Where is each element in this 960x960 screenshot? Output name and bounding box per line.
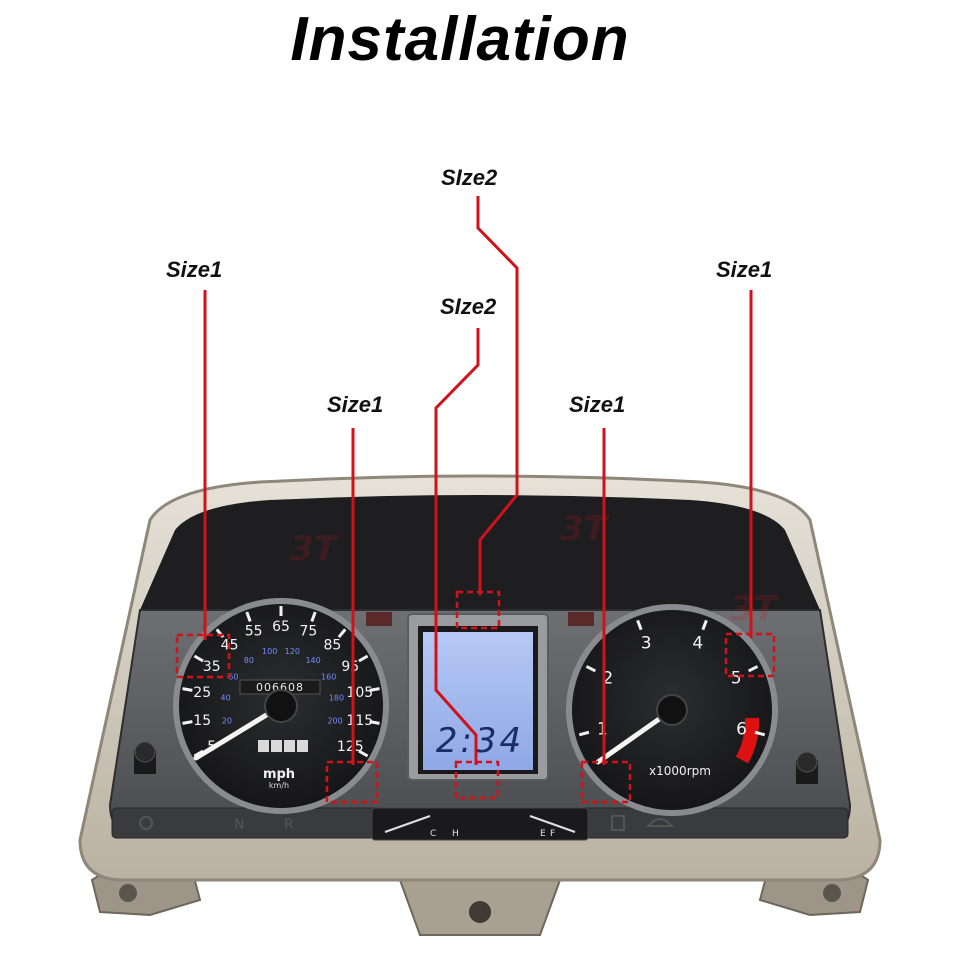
tachometer-hub bbox=[656, 694, 688, 726]
speedometer-kmh-label: 160 bbox=[321, 672, 336, 681]
indicator-strip-left: N R bbox=[139, 816, 294, 833]
tachometer-tick bbox=[585, 665, 597, 673]
speedometer-hub bbox=[264, 689, 298, 723]
center-lcd: 2:34 bbox=[407, 613, 549, 781]
clock-adjust-knob-right bbox=[796, 751, 818, 784]
speed-unit-mph: mph bbox=[263, 767, 295, 782]
callout-label-size1-far-right: Size1 bbox=[716, 257, 773, 282]
tachometer-label: 2 bbox=[602, 668, 613, 688]
warning-light-right bbox=[568, 612, 594, 626]
tachometer: 1 2 3 4 5 6 x1000rpm bbox=[566, 604, 778, 816]
speedometer-mph-label: 95 bbox=[341, 659, 359, 675]
fuel-warning-icon bbox=[611, 815, 625, 831]
speedometer-mph-tick bbox=[358, 654, 369, 663]
neutral-indicator: N bbox=[234, 817, 244, 833]
warning-light-left bbox=[366, 612, 392, 626]
tachometer-ticks bbox=[578, 619, 766, 737]
speedometer-kmh-label: 60 bbox=[228, 672, 238, 681]
tachometer-unit: x1000rpm bbox=[649, 764, 711, 778]
speedometer: 5152535455565758595105115125 20406080100… bbox=[173, 598, 389, 814]
callout-box-size1-far-left bbox=[175, 633, 231, 679]
tachometer-tick bbox=[636, 619, 643, 631]
callout-label-size2-top: SIze2 bbox=[441, 165, 498, 190]
headlight-indicator-icon bbox=[139, 816, 153, 830]
speedometer-mph-tick bbox=[369, 720, 380, 725]
page-title: Installation bbox=[290, 5, 630, 74]
temp-low-mark: C bbox=[430, 829, 436, 839]
tachometer-tick bbox=[701, 619, 708, 631]
speedometer-kmh-label: 40 bbox=[220, 694, 230, 703]
speedometer-kmh-label: 20 bbox=[222, 716, 232, 725]
leader-size2-middle bbox=[434, 328, 480, 765]
speed-unit-kmh: km/h bbox=[269, 781, 289, 790]
leader-size2-top bbox=[476, 196, 519, 595]
tachometer-labels: 1 2 3 4 5 6 bbox=[597, 634, 747, 740]
speedometer-mph-label: 35 bbox=[203, 659, 221, 675]
tachometer-label: 3 bbox=[641, 634, 652, 654]
callout-label-size1-far-left: Size1 bbox=[166, 257, 223, 282]
speedometer-mph-label: 25 bbox=[193, 685, 211, 701]
speedometer-mph-tick bbox=[182, 687, 193, 692]
callout-label-size1-inner-right: Size1 bbox=[569, 392, 626, 417]
speedometer-mph-tick bbox=[337, 628, 347, 639]
oil-warning-icon bbox=[645, 818, 675, 827]
callout-label-size1-inner-left: Size1 bbox=[327, 392, 384, 417]
tachometer-label: 4 bbox=[692, 634, 703, 654]
trip-counter bbox=[258, 740, 308, 752]
temp-fuel-strip: C H E F bbox=[371, 807, 589, 841]
speedometer-kmh-label: 100 bbox=[262, 647, 277, 656]
speedometer-mph-label: 55 bbox=[245, 624, 263, 640]
temp-high-mark: H bbox=[452, 829, 459, 839]
speedometer-mph-tick bbox=[193, 654, 204, 663]
reverse-indicator: R bbox=[284, 817, 294, 833]
callout-box-size1-inner-right bbox=[580, 760, 632, 804]
speedometer-mph-tick bbox=[182, 720, 193, 725]
indicator-strip-right bbox=[611, 815, 675, 831]
callout-box-size2-top bbox=[455, 590, 501, 630]
callout-label-size2-middle: SIze2 bbox=[440, 294, 497, 319]
watermark-text: 3T bbox=[560, 509, 610, 549]
tachometer-tick bbox=[747, 665, 759, 673]
speedometer-mph-label: 105 bbox=[346, 685, 373, 701]
speedometer-mph-label: 125 bbox=[337, 739, 364, 755]
speedometer-kmh-label: 140 bbox=[305, 656, 320, 665]
lcd-clock: 2:34 bbox=[436, 721, 524, 761]
fuel-empty-mark: E bbox=[540, 829, 546, 839]
speedometer-mph-label: 115 bbox=[346, 713, 373, 729]
speedometer-mph-tick bbox=[358, 749, 369, 758]
tachometer-label: 1 bbox=[597, 720, 608, 740]
speedometer-mph-label: 75 bbox=[299, 624, 317, 640]
speedometer-mph-label: 65 bbox=[272, 619, 290, 635]
trip-reset-knob-left bbox=[134, 741, 156, 774]
speedometer-mph-tick bbox=[369, 687, 380, 692]
tachometer-label: 6 bbox=[736, 720, 747, 740]
speedometer-mph-label: 15 bbox=[193, 713, 211, 729]
speedometer-mph-tick bbox=[245, 611, 252, 622]
mount-bracket-bottom bbox=[398, 879, 562, 936]
speedometer-mph-tick bbox=[310, 611, 317, 622]
speedometer-kmh-label: 200 bbox=[327, 716, 342, 725]
odometer-reading: 006608 bbox=[256, 681, 304, 694]
speedometer-kmh-label: 120 bbox=[285, 647, 300, 656]
speedometer-mph-label: 85 bbox=[324, 638, 342, 654]
tachometer-tick bbox=[754, 730, 766, 737]
watermark-text: 3T bbox=[730, 589, 780, 629]
callout-leader-lines bbox=[203, 196, 753, 765]
tachometer-tick bbox=[578, 730, 590, 737]
watermark-text: 3T bbox=[290, 529, 340, 569]
speedometer-kmh-label: 180 bbox=[329, 694, 344, 703]
fuel-full-mark: F bbox=[550, 829, 555, 839]
speedometer-kmh-label: 80 bbox=[244, 656, 254, 665]
tachometer-label: 5 bbox=[731, 668, 742, 688]
